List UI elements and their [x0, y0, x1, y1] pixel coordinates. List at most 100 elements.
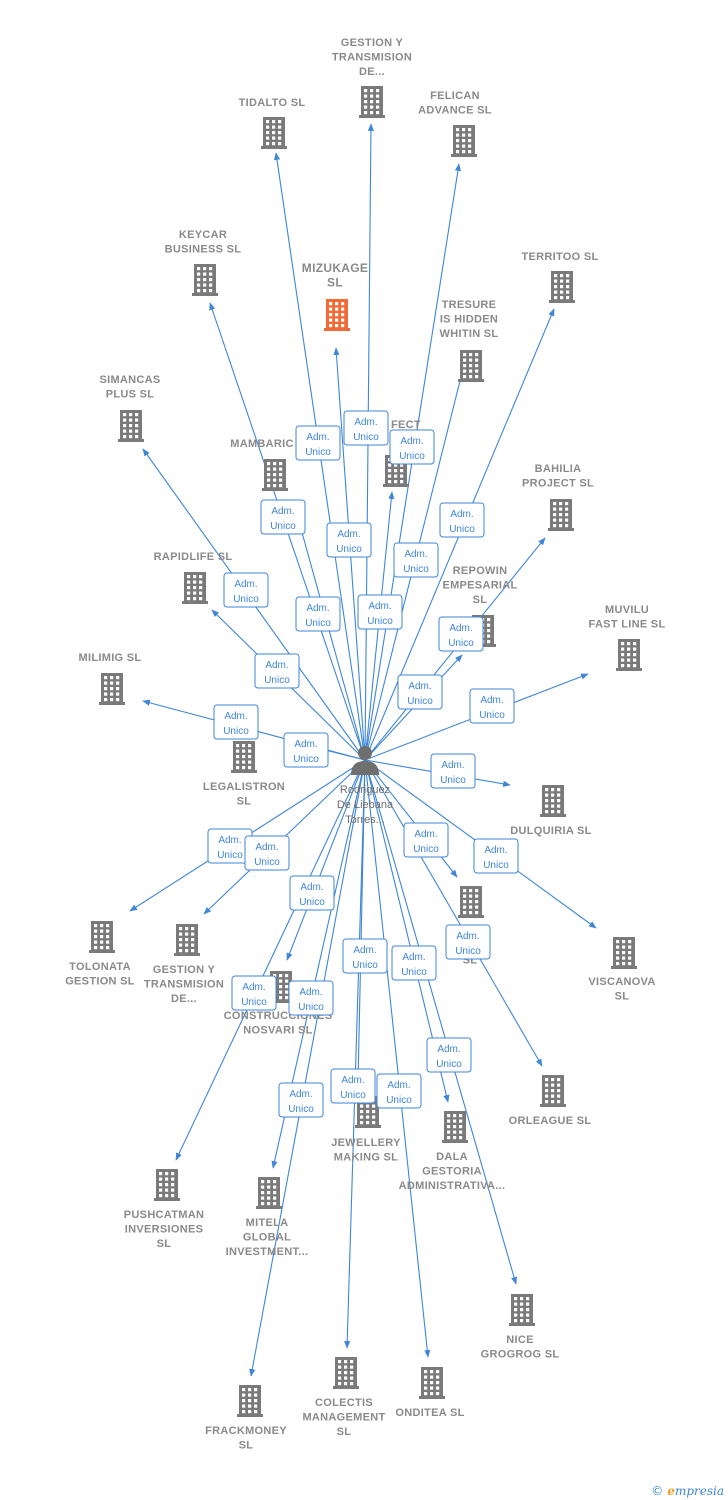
building-icon: [231, 741, 257, 773]
company-label-line: REPOWIN: [453, 565, 508, 577]
role-box: Adm.Unico: [426, 1037, 472, 1073]
role-text: Unico: [336, 544, 362, 555]
role-text: Unico: [399, 451, 425, 462]
company-label-line: GROGROG SL: [481, 1349, 560, 1361]
company-node-territoo[interactable]: TERRITOO SL: [521, 251, 598, 303]
company-label-line: IS HIDDEN: [440, 314, 498, 326]
company-label-line: LEGALISTRON: [203, 781, 285, 793]
role-box: Adm.Unico: [283, 732, 329, 768]
company-label[interactable]: ONDITEA SL: [395, 1407, 464, 1419]
company-label-line: ONDITEA SL: [395, 1407, 464, 1419]
company-label[interactable]: FECT: [391, 419, 421, 431]
company-label[interactable]: MILIMIG SL: [79, 652, 142, 664]
role-text: Adm.: [218, 835, 241, 846]
role-text: Unico: [367, 616, 393, 627]
company-label[interactable]: RAPIDLIFE SL: [154, 551, 233, 563]
role-text: Adm.: [368, 601, 391, 612]
role-text: Unico: [440, 775, 466, 786]
role-text: Unico: [448, 638, 474, 649]
company-label[interactable]: TERRITOO SL: [521, 251, 598, 263]
role-box: Adm.Unico: [295, 596, 341, 632]
role-text: Adm.: [353, 945, 376, 956]
company-label-line: MANAGEMENT: [302, 1412, 385, 1424]
company-node-mambaric[interactable]: MAMBARIC: [230, 438, 294, 491]
company-label-line: SL: [157, 1238, 172, 1250]
company-node-milimig[interactable]: MILIMIG SL: [79, 652, 142, 705]
company-label-line: TIDALTO SL: [239, 97, 306, 109]
company-label[interactable]: ORLEAGUE SL: [509, 1115, 592, 1127]
company-label-line: INVESTMENT...: [226, 1246, 309, 1258]
company-label[interactable]: DULQUIRIA SL: [510, 825, 591, 837]
brand-logo-initial: e: [667, 1484, 675, 1498]
role-text: Adm.: [449, 623, 472, 634]
building-icon: [262, 459, 288, 491]
company-node-onditea[interactable]: ONDITEA SL: [395, 1367, 464, 1419]
company-node-dulquiria[interactable]: DULQUIRIA SL: [510, 785, 591, 837]
company-label[interactable]: MAMBARIC: [230, 438, 294, 450]
company-node-rapidlife[interactable]: RAPIDLIFE SL: [154, 551, 233, 604]
building-icon: [359, 86, 385, 118]
company-label-line: VISCANOVA: [588, 976, 655, 988]
building-icon: [256, 1177, 282, 1209]
company-label-line: COLECTIS: [315, 1397, 373, 1409]
role-text: Unico: [233, 594, 259, 605]
company-label-line: INVERSIONES: [125, 1224, 204, 1236]
company-node-orleague[interactable]: ORLEAGUE SL: [509, 1075, 592, 1127]
role-text: Adm.: [289, 1089, 312, 1100]
role-text: Unico: [407, 696, 433, 707]
company-label-line: MAMBARIC: [230, 438, 294, 450]
watermark: ©empresia: [651, 1484, 724, 1498]
company-label[interactable]: TIDALTO SL: [239, 97, 306, 109]
edge-construcciones: [286, 759, 366, 961]
role-text: Unico: [241, 997, 267, 1008]
company-label-line: SL: [327, 276, 343, 290]
role-box: Adm.Unico: [244, 835, 290, 871]
role-text: Adm.: [234, 579, 257, 590]
role-text: Unico: [352, 960, 378, 971]
company-node-tidalto[interactable]: TIDALTO SL: [239, 97, 306, 149]
role-text: Adm.: [265, 660, 288, 671]
building-icon: [182, 572, 208, 604]
role-box: Adm.Unico: [376, 1073, 422, 1109]
